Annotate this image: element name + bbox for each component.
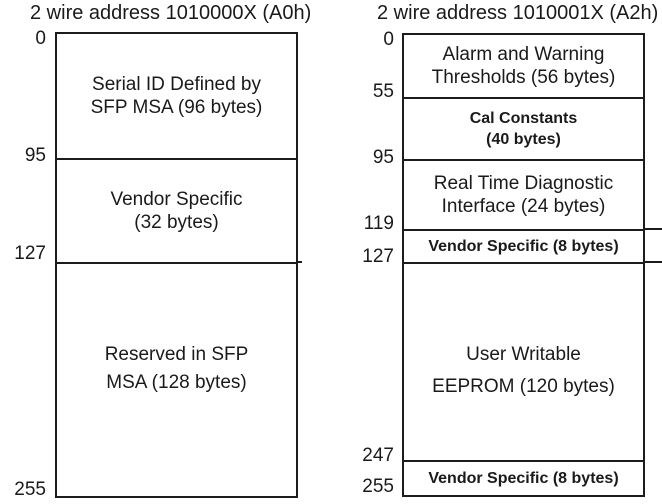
a0h-section-vendor-specific: Vendor Specific (32 bytes) xyxy=(57,160,296,264)
a2h-section-user-writable-eeprom: User Writable EEPROM (120 bytes) xyxy=(404,264,643,462)
a2h-section-real-time-diagnostic: Real Time Diagnostic Interface (24 bytes… xyxy=(404,161,643,231)
a2h-tick-95: 95 xyxy=(372,147,394,168)
a0h-memory-box: Serial ID Defined by SFP MSA (96 bytes) … xyxy=(55,32,298,498)
a2h-tick-127: 127 xyxy=(362,246,394,267)
a2h-section-vendor-specific-lower: Vendor Specific (8 bytes) xyxy=(428,470,619,487)
a2h-section-cal-constants: Cal Constants (40 bytes) xyxy=(404,99,643,161)
a2h-tick-255: 255 xyxy=(362,476,394,497)
a2h-section-alarm-warning-thresholds: Alarm and Warning Thresholds (56 bytes) xyxy=(404,35,643,99)
a2h-tick-55: 55 xyxy=(372,81,394,102)
a0h-line-127-overhang xyxy=(296,261,302,263)
a0h-tick-127: 127 xyxy=(14,243,46,264)
a0h-tick-255: 255 xyxy=(14,479,46,500)
a0h-diagram-title: 2 wire address 1010000X (A0h) xyxy=(30,2,312,24)
a0h-tick-95: 95 xyxy=(24,145,46,166)
a2h-line-119-extension xyxy=(643,228,662,230)
a2h-tick-119: 119 xyxy=(363,213,394,234)
a2h-diagram-title: 2 wire address 1010001X (A2h) xyxy=(377,2,659,24)
a0h-tick-0: 0 xyxy=(35,28,46,49)
a0h-section-serial-id: Serial ID Defined by SFP MSA (96 bytes) xyxy=(57,34,296,160)
a0h-section-reserved: Reserved in SFP MSA (128 bytes) xyxy=(104,344,249,393)
a2h-tick-247: 247 xyxy=(362,445,394,466)
a2h-memory-box: Alarm and Warning Thresholds (56 bytes) … xyxy=(402,33,645,497)
a2h-section-vendor-specific-upper: Vendor Specific (8 bytes) xyxy=(404,231,643,264)
a2h-line-127-extension xyxy=(643,261,662,263)
a2h-tick-0: 0 xyxy=(383,29,394,50)
